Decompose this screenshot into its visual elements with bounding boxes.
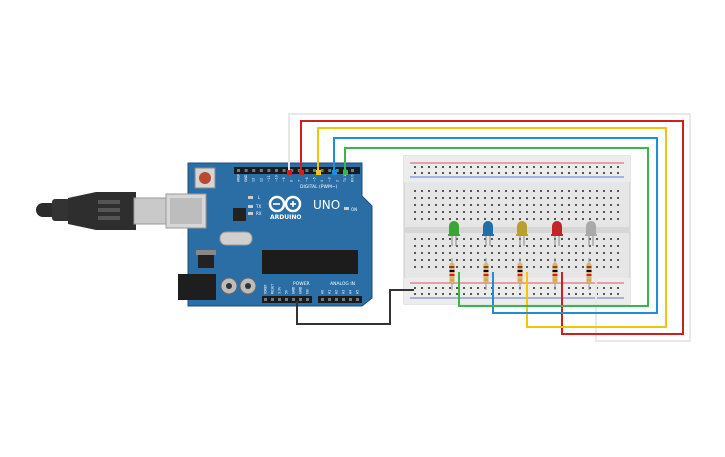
wire-ground[interactable] xyxy=(296,289,414,325)
analog-label: ANALOG IN xyxy=(330,281,355,287)
analog-pin-label: A2 xyxy=(335,290,339,294)
usb-cable[interactable] xyxy=(36,192,167,230)
digital-pin[interactable] xyxy=(313,169,316,172)
arduino-uno-board[interactable]: ARDUINO UNO ON L TX RX DIGITAL (PWM~) PO… xyxy=(165,162,373,307)
digital-pin-label: 4 xyxy=(320,180,324,182)
digital-pin-label: AREF xyxy=(237,174,241,182)
digital-pin[interactable] xyxy=(244,169,248,172)
usb-chip xyxy=(233,208,246,221)
analog-pin[interactable] xyxy=(335,298,338,301)
digital-pin-label: ~3 xyxy=(328,177,332,182)
power-pin-label: 3.3V xyxy=(278,286,282,294)
led-blue[interactable] xyxy=(482,221,494,246)
digital-pin[interactable] xyxy=(351,169,354,172)
digital-pin-label: ~6 xyxy=(305,177,309,182)
power-pin-label: 5V xyxy=(285,289,289,294)
resistor[interactable] xyxy=(483,258,489,290)
digital-pin[interactable] xyxy=(335,169,339,172)
digital-pin[interactable] xyxy=(252,169,256,172)
digital-pin-label: 7 xyxy=(297,180,301,182)
power-pin-label: GND xyxy=(292,286,296,294)
power-pin[interactable] xyxy=(278,298,281,301)
wire-white[interactable] xyxy=(288,113,691,342)
digital-pin-label: 12 xyxy=(259,178,263,182)
model-label: UNO xyxy=(313,198,340,212)
power-pin-label: Vin xyxy=(306,289,310,294)
digital-pin[interactable] xyxy=(328,169,332,172)
analog-pin-label: A1 xyxy=(328,290,332,294)
analog-pin-label: A5 xyxy=(356,290,360,294)
digital-pin-label: 2 xyxy=(335,180,339,182)
power-pin[interactable] xyxy=(306,298,309,301)
power-pin[interactable] xyxy=(292,298,295,301)
rx-label: RX xyxy=(256,211,262,216)
resistor[interactable] xyxy=(449,258,455,290)
on-label: ON xyxy=(351,207,357,212)
resistor[interactable] xyxy=(586,258,592,290)
analog-pin-label: A4 xyxy=(349,290,353,294)
digital-pin[interactable] xyxy=(282,169,286,172)
analog-pin-label: A0 xyxy=(321,290,325,294)
power-pin[interactable] xyxy=(264,298,267,301)
led-white[interactable] xyxy=(585,221,597,246)
analog-pin[interactable] xyxy=(342,298,345,301)
wire-green[interactable] xyxy=(344,147,649,307)
resistor[interactable] xyxy=(517,258,523,290)
power-pin-label: RESET xyxy=(271,284,275,294)
power-pin[interactable] xyxy=(285,298,288,301)
power-pin[interactable] xyxy=(299,298,302,301)
arduino-logo-icon xyxy=(268,195,302,213)
digital-pin-label: ~10 xyxy=(275,175,279,182)
digital-pin-label: GND xyxy=(244,174,248,182)
digital-pin[interactable] xyxy=(267,169,271,172)
digital-pin-label: TX 1 xyxy=(343,175,347,183)
analog-pin-header[interactable] xyxy=(318,296,362,303)
led-green[interactable] xyxy=(448,221,460,246)
resistor[interactable] xyxy=(552,258,558,290)
led-red[interactable] xyxy=(551,221,563,246)
digital-pin-label: 13 xyxy=(252,178,256,182)
wire-yellow[interactable] xyxy=(317,127,667,328)
analog-pin[interactable] xyxy=(321,298,324,301)
analog-pin-label: A3 xyxy=(342,290,346,294)
digital-pin-label: ~5 xyxy=(313,177,317,182)
wire-red[interactable] xyxy=(300,120,684,335)
atmega-chip xyxy=(262,250,358,274)
voltage-regulator xyxy=(198,254,214,268)
brand-label: ARDUINO xyxy=(270,214,301,221)
power-pin[interactable] xyxy=(271,298,274,301)
analog-pin[interactable] xyxy=(349,298,352,301)
digital-pin-label: RX 0 xyxy=(351,175,355,182)
analog-pin[interactable] xyxy=(356,298,359,301)
crystal xyxy=(219,231,253,246)
power-pin-label: IOREF xyxy=(264,284,268,294)
power-pin-label: GND xyxy=(299,286,303,294)
digital-pin[interactable] xyxy=(275,169,278,172)
digital-pin[interactable] xyxy=(320,169,324,172)
digital-pin-label: 8 xyxy=(290,180,294,182)
led-yellow[interactable] xyxy=(516,221,528,246)
l-label: L xyxy=(258,195,261,200)
digital-pin-label: ~11 xyxy=(267,175,271,182)
digital-pin[interactable] xyxy=(305,169,309,172)
digital-pin[interactable] xyxy=(237,169,240,172)
digital-pin-label: ~9 xyxy=(282,177,286,182)
tx-label: TX xyxy=(255,204,261,209)
analog-pin[interactable] xyxy=(328,298,331,301)
power-label: POWER xyxy=(293,281,310,287)
digital-pin[interactable] xyxy=(259,169,263,172)
breadboard[interactable] xyxy=(403,155,631,305)
power-jack xyxy=(178,274,216,300)
digital-header-label: DIGITAL (PWM~) xyxy=(300,184,338,190)
